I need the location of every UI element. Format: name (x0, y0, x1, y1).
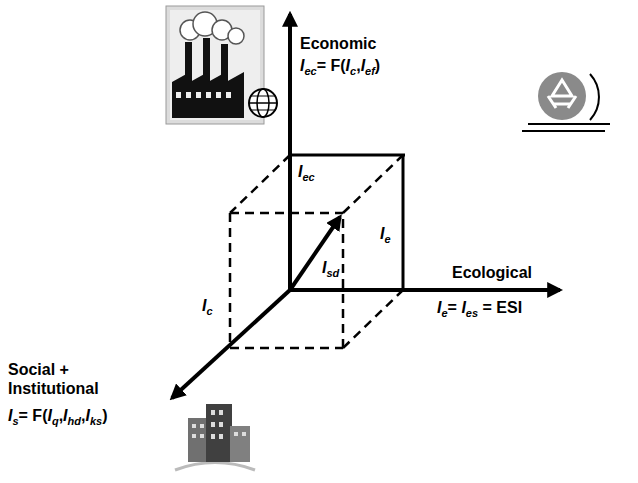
formula-part: ) (375, 57, 380, 74)
subscript: s (12, 415, 18, 427)
subscript: c (350, 65, 356, 77)
symbol: I (8, 407, 12, 424)
subscript: e (441, 307, 447, 319)
symbol: I (461, 299, 465, 316)
formula-part: ) (102, 407, 107, 424)
subscript: e (384, 233, 390, 245)
axis-formula: Ie= Ies = ESI (437, 298, 522, 320)
axis-title: Social + Institutional (8, 360, 120, 398)
component-label: Iec (298, 162, 315, 184)
subscript: ks (90, 415, 102, 427)
subscript: c (206, 305, 212, 317)
subscript: es (466, 307, 478, 319)
subscript: ec (304, 65, 316, 77)
globe-icon (249, 89, 277, 117)
subscript: q (52, 415, 59, 427)
formula-part: = F( (19, 407, 48, 424)
symbol: I (47, 407, 51, 424)
vector-label: Isd (322, 258, 339, 280)
axes (172, 14, 560, 398)
building-icon (175, 404, 255, 470)
axis-formula: Is= F(Iq,Ihd,Iks) (8, 406, 108, 428)
formula-part: = F( (317, 57, 346, 74)
symbol: I (63, 407, 67, 424)
axis-title: Economic (300, 34, 376, 53)
symbol: I (298, 163, 302, 180)
subscript: ef (365, 65, 375, 77)
formula-part: , (356, 57, 360, 74)
cube-solid-edges (290, 155, 405, 290)
subscript: sd (326, 267, 339, 279)
subscript: hd (68, 415, 81, 427)
symbol: I (85, 407, 89, 424)
recycle-icon (522, 72, 610, 131)
formula-part: , (59, 407, 63, 424)
component-label: Ie (380, 224, 391, 246)
axis-formula: Iec= F(Ic,Ief) (300, 56, 380, 78)
symbol: I (300, 57, 304, 74)
symbol: I (346, 57, 350, 74)
subscript: ec (302, 171, 314, 183)
symbol: I (380, 225, 384, 242)
component-label: Ic (202, 296, 213, 318)
formula-part: = ESI (478, 299, 522, 316)
axis-title: Ecological (452, 263, 532, 282)
formula-part: , (81, 407, 85, 424)
symbol: I (202, 297, 206, 314)
symbol: I (322, 259, 326, 276)
symbol: I (361, 57, 365, 74)
formula-part: = (448, 299, 462, 316)
symbol: I (437, 299, 441, 316)
